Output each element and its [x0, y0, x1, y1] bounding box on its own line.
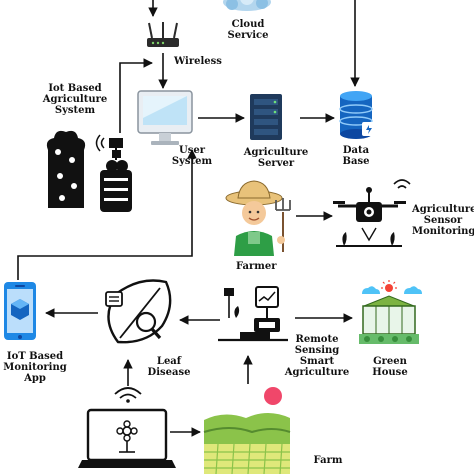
label-user-system-line2: System	[171, 156, 213, 167]
connectors	[17, 0, 360, 437]
label-farm: Farm	[310, 455, 346, 466]
label-remote-line2: Sensing	[294, 345, 340, 356]
label-server-line1: Agriculture	[243, 147, 309, 158]
label-database: Data Base	[334, 145, 378, 167]
label-iot-system: Iot Based Agriculture System	[38, 83, 112, 116]
agriculture-server-icon	[250, 94, 282, 140]
farmer-icon	[225, 180, 291, 256]
label-remote-line3: Smart	[299, 356, 335, 367]
label-iot-app: IoT Based Monitoring App	[2, 351, 68, 384]
label-greenhouse-line2: House	[372, 367, 408, 378]
arrow-app-to-user-system	[17, 149, 197, 280]
greenhouse-icon	[359, 280, 422, 344]
label-leaf-line2: Disease	[147, 367, 191, 378]
label-iot-app-line3: App	[24, 373, 46, 384]
drone-sensor-icon	[333, 179, 411, 247]
label-iot-system-line3: System	[54, 105, 96, 116]
label-sensor-line1: Agriculture	[412, 204, 474, 215]
label-farmer-text: Farmer	[236, 261, 277, 272]
label-user-system: User System	[168, 145, 216, 167]
label-cloud-line1: Cloud	[231, 19, 265, 30]
label-iot-system-line2: Agriculture	[42, 94, 108, 105]
user-system-monitor-icon	[137, 90, 193, 145]
label-iot-system-line1: Iot Based	[48, 83, 102, 94]
label-leaf-line1: Leaf	[156, 356, 182, 367]
database-icon	[339, 91, 376, 139]
remote-sensing-icon	[218, 286, 288, 342]
label-farmer: Farmer	[236, 261, 277, 272]
arrow-iot-system-to-router	[119, 58, 153, 133]
label-database-line2: Base	[342, 156, 370, 167]
label-cloud-line2: Service	[227, 30, 269, 41]
label-agriculture-server: Agriculture Server	[238, 147, 314, 169]
cloud-icon	[223, 0, 271, 11]
label-user-system-line1: User	[179, 145, 205, 156]
label-server-line2: Server	[257, 158, 295, 169]
label-sensor-line2: Sensor	[423, 215, 463, 226]
wireless-router-icon	[147, 22, 179, 47]
label-remote-line4: Agriculture	[284, 367, 350, 378]
label-wireless: Wireless	[174, 56, 222, 67]
phone-app-icon	[4, 282, 36, 340]
label-greenhouse-line1: Green	[373, 356, 407, 367]
label-farm-text: Farm	[313, 455, 343, 466]
label-iot-app-line1: IoT Based	[6, 351, 64, 362]
iot-agriculture-system-icon	[46, 130, 132, 212]
laptop-icon	[78, 387, 176, 468]
red-dot-marker	[264, 387, 282, 405]
label-sensor-monitoring: Agriculture Sensor Monitoring	[412, 204, 474, 237]
label-remote-line1: Remote	[295, 334, 339, 345]
label-iot-app-line2: Monitoring	[3, 362, 67, 373]
label-database-line1: Data	[342, 145, 370, 156]
label-remote-sensing: Remote Sensing Smart Agriculture	[282, 334, 352, 378]
farm-icon	[203, 413, 291, 474]
label-green-house: Green House	[370, 356, 410, 378]
leaf-disease-icon	[105, 279, 172, 344]
label-wireless-text: Wireless	[174, 56, 222, 67]
label-cloud-service: Cloud Service	[222, 19, 274, 41]
label-leaf-disease: Leaf Disease	[144, 356, 194, 378]
label-sensor-line3: Monitoring	[412, 226, 474, 237]
